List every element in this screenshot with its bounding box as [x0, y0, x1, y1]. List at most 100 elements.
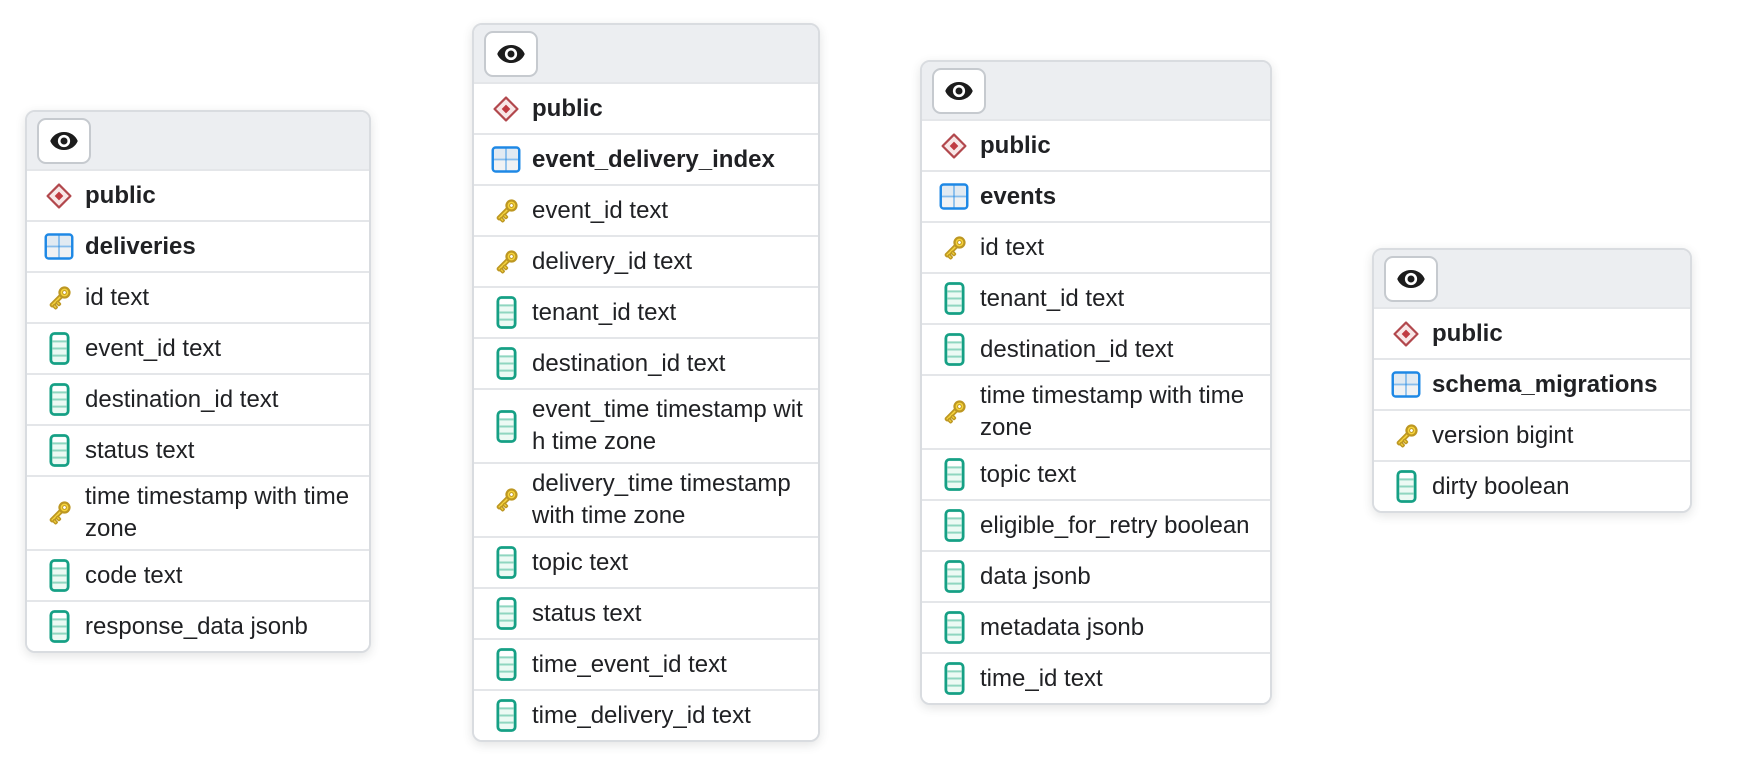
visibility-toggle-button[interactable] — [484, 30, 538, 77]
column-label: id text — [85, 283, 150, 311]
table-card-schema-migrations[interactable]: public schema_migrations version bigint … — [1372, 248, 1692, 513]
column-label: data jsonb — [980, 562, 1091, 590]
primary-key-column-row[interactable]: time timestamp with time zone — [27, 475, 369, 549]
primary-key-column-row[interactable]: delivery_time timestamp with time zone — [474, 462, 818, 536]
table-name: schema_migrations — [1432, 370, 1658, 398]
column-row[interactable]: data jsonb — [922, 550, 1270, 601]
schema-row[interactable]: public — [922, 119, 1270, 170]
eye-icon — [497, 44, 525, 63]
column-icon — [938, 509, 970, 542]
column-row[interactable]: metadata jsonb — [922, 601, 1270, 652]
table-card-header[interactable] — [27, 112, 369, 169]
table-card-deliveries[interactable]: public deliveries id text event_id text … — [25, 110, 371, 653]
primary-key-column-row[interactable]: delivery_id text — [474, 235, 818, 286]
schema-diamond-icon — [490, 95, 522, 123]
column-row[interactable]: code text — [27, 549, 369, 600]
table-name-row[interactable]: deliveries — [27, 220, 369, 271]
column-row[interactable]: destination_id text — [922, 323, 1270, 374]
column-icon — [43, 332, 75, 365]
column-row[interactable]: topic text — [474, 536, 818, 587]
column-icon — [938, 662, 970, 695]
eye-icon — [1397, 269, 1425, 288]
column-label: tenant_id text — [532, 298, 677, 326]
column-icon — [43, 559, 75, 592]
primary-key-icon — [490, 196, 522, 226]
table-name-row[interactable]: schema_migrations — [1374, 358, 1690, 409]
table-name: events — [980, 182, 1057, 210]
column-label: event_id text — [532, 196, 669, 224]
primary-key-icon — [1390, 421, 1422, 451]
column-label: event_id text — [85, 334, 222, 362]
column-icon — [490, 347, 522, 380]
column-label: dirty boolean — [1432, 472, 1570, 500]
table-card-event-delivery-index[interactable]: public event_delivery_index event_id tex… — [472, 23, 820, 742]
table-grid-icon — [1390, 371, 1422, 398]
column-row[interactable]: tenant_id text — [474, 286, 818, 337]
column-row[interactable]: status text — [27, 424, 369, 475]
column-icon — [938, 333, 970, 366]
column-label: delivery_id text — [532, 247, 693, 275]
column-icon — [938, 611, 970, 644]
primary-key-icon — [490, 247, 522, 277]
column-row[interactable]: topic text — [922, 448, 1270, 499]
schema-name: public — [980, 131, 1051, 159]
column-row[interactable]: status text — [474, 587, 818, 638]
column-row[interactable]: destination_id text — [474, 337, 818, 388]
table-card-header[interactable] — [474, 25, 818, 82]
table-grid-icon — [490, 146, 522, 173]
column-label: code text — [85, 561, 183, 589]
table-name-row[interactable]: event_delivery_index — [474, 133, 818, 184]
column-label: eligible_for_retry boolean — [980, 511, 1250, 539]
column-label: response_data jsonb — [85, 612, 308, 640]
column-row[interactable]: time_event_id text — [474, 638, 818, 689]
column-label: topic text — [980, 460, 1077, 488]
column-icon — [490, 296, 522, 329]
column-icon — [938, 282, 970, 315]
column-icon — [1390, 470, 1422, 503]
column-label: time_event_id text — [532, 650, 727, 678]
column-label: id text — [980, 233, 1045, 261]
visibility-toggle-button[interactable] — [1384, 255, 1438, 302]
column-label: metadata jsonb — [980, 613, 1145, 641]
column-row[interactable]: destination_id text — [27, 373, 369, 424]
column-row[interactable]: tenant_id text — [922, 272, 1270, 323]
table-card-header[interactable] — [922, 62, 1270, 119]
schema-diamond-icon — [1390, 320, 1422, 348]
table-name: deliveries — [85, 232, 196, 260]
schema-row[interactable]: public — [27, 169, 369, 220]
schema-name: public — [532, 94, 603, 122]
column-row[interactable]: response_data jsonb — [27, 600, 369, 651]
column-label: delivery_time timestamp with time zone — [532, 470, 791, 529]
eye-icon — [50, 131, 78, 150]
primary-key-column-row[interactable]: event_id text — [474, 184, 818, 235]
column-icon — [490, 409, 522, 443]
primary-key-column-row[interactable]: id text — [922, 221, 1270, 272]
column-row[interactable]: event_id text — [27, 322, 369, 373]
schema-row[interactable]: public — [474, 82, 818, 133]
column-row[interactable]: time_delivery_id text — [474, 689, 818, 740]
primary-key-column-row[interactable]: time timestamp with time zone — [922, 374, 1270, 448]
primary-key-icon — [43, 498, 75, 528]
column-list: id text tenant_id text destination_id te… — [922, 221, 1270, 703]
table-card-events[interactable]: public events id text tenant_id text des… — [920, 60, 1272, 705]
column-row[interactable]: eligible_for_retry boolean — [922, 499, 1270, 550]
column-label: destination_id text — [85, 385, 279, 413]
visibility-toggle-button[interactable] — [932, 67, 986, 114]
column-row[interactable]: dirty boolean — [1374, 460, 1690, 511]
column-label: destination_id text — [532, 349, 726, 377]
schema-row[interactable]: public — [1374, 307, 1690, 358]
column-label: status text — [85, 436, 195, 464]
column-icon — [43, 434, 75, 467]
visibility-toggle-button[interactable] — [37, 117, 91, 164]
table-name-row[interactable]: events — [922, 170, 1270, 221]
column-row[interactable]: time_id text — [922, 652, 1270, 703]
schema-name: public — [85, 181, 156, 209]
table-card-header[interactable] — [1374, 250, 1690, 307]
primary-key-column-row[interactable]: version bigint — [1374, 409, 1690, 460]
primary-key-icon — [43, 283, 75, 313]
primary-key-column-row[interactable]: id text — [27, 271, 369, 322]
schema-diamond-icon — [43, 182, 75, 210]
column-list: event_id text delivery_id text tenant_id… — [474, 184, 818, 740]
column-row[interactable]: event_time timestamp with time zone — [474, 388, 818, 462]
